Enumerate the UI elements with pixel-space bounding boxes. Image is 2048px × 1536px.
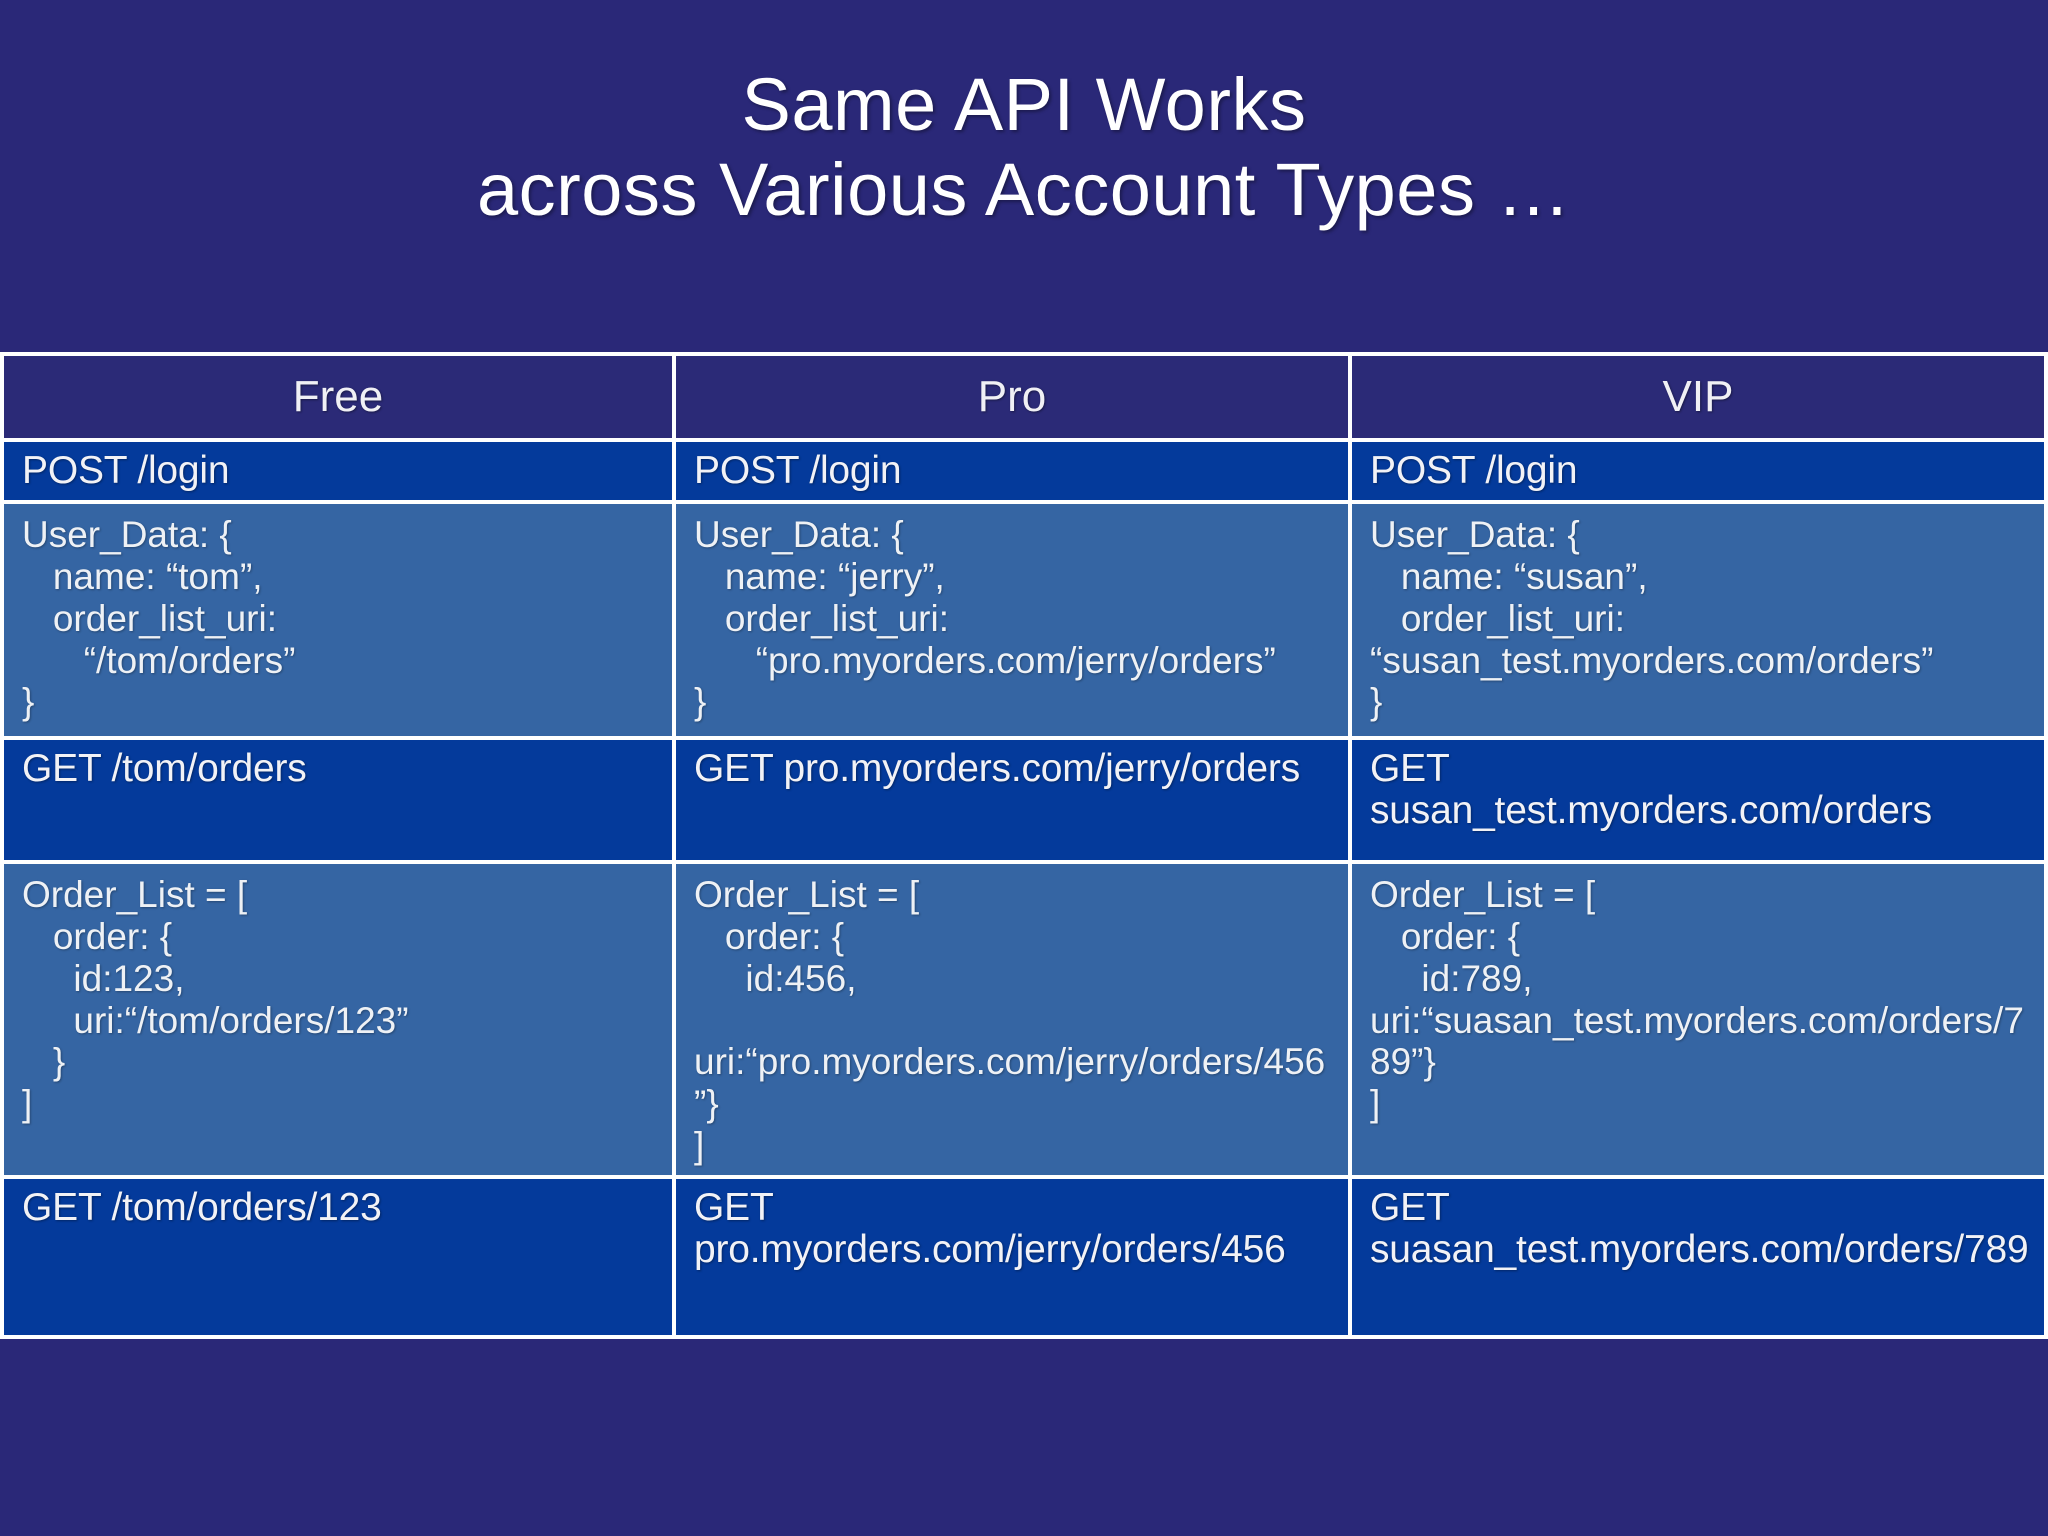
account-types-comparison-table: Free Pro VIP POST /login POST /login POS… bbox=[0, 352, 2048, 1339]
column-header-pro: Pro bbox=[676, 352, 1352, 442]
cell-free-order-list-request: GET /tom/orders bbox=[0, 740, 676, 865]
cell-pro-user-data: User_Data: { name: “jerry”, order_list_u… bbox=[676, 504, 1352, 741]
cell-vip-user-data: User_Data: { name: “susan”, order_list_u… bbox=[1352, 504, 2048, 741]
order-list-request-vip: GET susan_test.myorders.com/orders bbox=[1370, 747, 1932, 833]
user-data-free: User_Data: { name: “tom”, order_list_uri… bbox=[22, 514, 296, 723]
cell-pro-order-list-request: GET pro.myorders.com/jerry/orders bbox=[676, 740, 1352, 865]
table-row-order-list-request: GET /tom/orders GET pro.myorders.com/jer… bbox=[0, 740, 2048, 865]
table-header-row: Free Pro VIP bbox=[0, 352, 2048, 442]
cell-vip-order-detail-request: GET suasan_test.myorders.com/orders/789 bbox=[1352, 1178, 2048, 1339]
cell-pro-order-detail-request: GET pro.myorders.com/jerry/orders/456 bbox=[676, 1178, 1352, 1339]
order-list-free: Order_List = [ order: { id:123, uri:“/to… bbox=[22, 874, 409, 1125]
column-header-vip: VIP bbox=[1352, 352, 2048, 442]
table-row-order-list-response: Order_List = [ order: { id:123, uri:“/to… bbox=[0, 864, 2048, 1179]
title-line-1: Same API Works bbox=[741, 63, 1307, 146]
cell-vip-login-request: POST /login bbox=[1352, 442, 2048, 505]
column-header-free: Free bbox=[0, 352, 676, 442]
order-detail-request-vip: GET suasan_test.myorders.com/orders/789 bbox=[1370, 1185, 2029, 1271]
order-list-request-pro: GET pro.myorders.com/jerry/orders bbox=[694, 747, 1300, 791]
cell-free-order-detail-request: GET /tom/orders/123 bbox=[0, 1178, 676, 1339]
order-detail-request-pro: GET pro.myorders.com/jerry/orders/456 bbox=[694, 1185, 1286, 1271]
cell-pro-order-list: Order_List = [ order: { id:456, uri:“pro… bbox=[676, 864, 1352, 1179]
cell-vip-order-list: Order_List = [ order: { id:789, uri:“sua… bbox=[1352, 864, 2048, 1179]
title-line-2: across Various Account Types … bbox=[477, 148, 1571, 232]
page-title: Same API Works across Various Account Ty… bbox=[0, 62, 2048, 232]
login-request-free: POST /login bbox=[22, 449, 230, 492]
table-row-login-request: POST /login POST /login POST /login bbox=[0, 442, 2048, 505]
cell-free-user-data: User_Data: { name: “tom”, order_list_uri… bbox=[0, 504, 676, 741]
order-list-request-free: GET /tom/orders bbox=[22, 747, 307, 791]
user-data-pro: User_Data: { name: “jerry”, order_list_u… bbox=[694, 514, 1276, 723]
cell-vip-order-list-request: GET susan_test.myorders.com/orders bbox=[1352, 740, 2048, 865]
cell-free-login-request: POST /login bbox=[0, 442, 676, 505]
login-request-vip: POST /login bbox=[1370, 449, 1578, 492]
cell-pro-login-request: POST /login bbox=[676, 442, 1352, 505]
login-request-pro: POST /login bbox=[694, 449, 902, 492]
order-detail-request-free: GET /tom/orders/123 bbox=[22, 1185, 382, 1229]
order-list-pro: Order_List = [ order: { id:456, uri:“pro… bbox=[694, 874, 1326, 1166]
table-row-order-detail-request: GET /tom/orders/123 GET pro.myorders.com… bbox=[0, 1178, 2048, 1339]
user-data-vip: User_Data: { name: “susan”, order_list_u… bbox=[1370, 514, 1934, 723]
cell-free-order-list: Order_List = [ order: { id:123, uri:“/to… bbox=[0, 864, 676, 1179]
order-list-vip: Order_List = [ order: { id:789, uri:“sua… bbox=[1370, 874, 2024, 1125]
table-row-user-data-response: User_Data: { name: “tom”, order_list_uri… bbox=[0, 504, 2048, 741]
